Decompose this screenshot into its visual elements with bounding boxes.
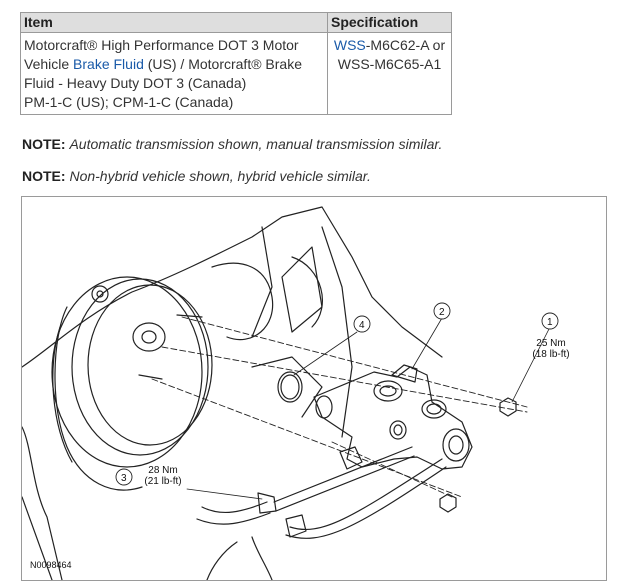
item-text-part2: (US) / Motorcraft® Brake Fluid - Heavy D… bbox=[24, 56, 302, 91]
table-row: Motorcraft® High Performance DOT 3 Motor… bbox=[20, 32, 452, 115]
callout-4-number: 4 bbox=[359, 320, 365, 331]
callout-3-torque: 28 Nm (21 lb-ft) bbox=[138, 465, 188, 487]
master-cylinder-illustration: 1 2 3 4 25 Nm (18 lb-ft) 28 Nm (21 lb-ft… bbox=[21, 196, 607, 581]
note-non-hybrid: NOTE: Non-hybrid vehicle shown, hybrid v… bbox=[22, 168, 371, 184]
header-item: Item bbox=[20, 12, 328, 33]
spec-text-part1: -M6C62-A or bbox=[365, 37, 446, 53]
specification-table: Item Specification Motorcraft® High Perf… bbox=[20, 12, 452, 115]
item-cell: Motorcraft® High Performance DOT 3 Motor… bbox=[20, 32, 328, 115]
callout-1-torque: 25 Nm (18 lb-ft) bbox=[526, 338, 576, 360]
note-label: NOTE: bbox=[22, 136, 66, 152]
callout-3-torque-nm: 28 Nm bbox=[148, 465, 178, 476]
callout-1-torque-nm: 25 Nm bbox=[536, 338, 566, 349]
callout-1-torque-lbft: (18 lb-ft) bbox=[532, 349, 570, 360]
spec-text-part2: WSS-M6C65-A1 bbox=[337, 56, 442, 72]
note-label: NOTE: bbox=[22, 168, 66, 184]
callout-2-number: 2 bbox=[439, 307, 445, 318]
callout-3-torque-lbft: (21 lb-ft) bbox=[144, 476, 182, 487]
figure-id: N0098464 bbox=[30, 560, 72, 570]
wss-link[interactable]: WSS bbox=[333, 37, 366, 53]
callout-3-number: 3 bbox=[121, 473, 127, 484]
specification-cell: WSS-M6C62-A or WSS-M6C65-A1 bbox=[327, 32, 452, 115]
brake-fluid-link[interactable]: Brake Fluid bbox=[73, 56, 144, 72]
callout-1-number: 1 bbox=[547, 317, 553, 328]
table-header-row: Item Specification bbox=[20, 12, 452, 33]
illustration-drawing: 1 2 3 4 bbox=[22, 206, 559, 580]
header-specification: Specification bbox=[327, 12, 452, 33]
note-text: Non-hybrid vehicle shown, hybrid vehicle… bbox=[69, 168, 371, 184]
note-text: Automatic transmission shown, manual tra… bbox=[69, 136, 443, 152]
item-text-part1: Motorcraft® High Performance DOT 3 Motor… bbox=[24, 37, 299, 72]
item-text-part3: PM-1-C (US); CPM-1-C (Canada) bbox=[24, 94, 234, 110]
note-automatic-transmission: NOTE: Automatic transmission shown, manu… bbox=[22, 136, 442, 152]
